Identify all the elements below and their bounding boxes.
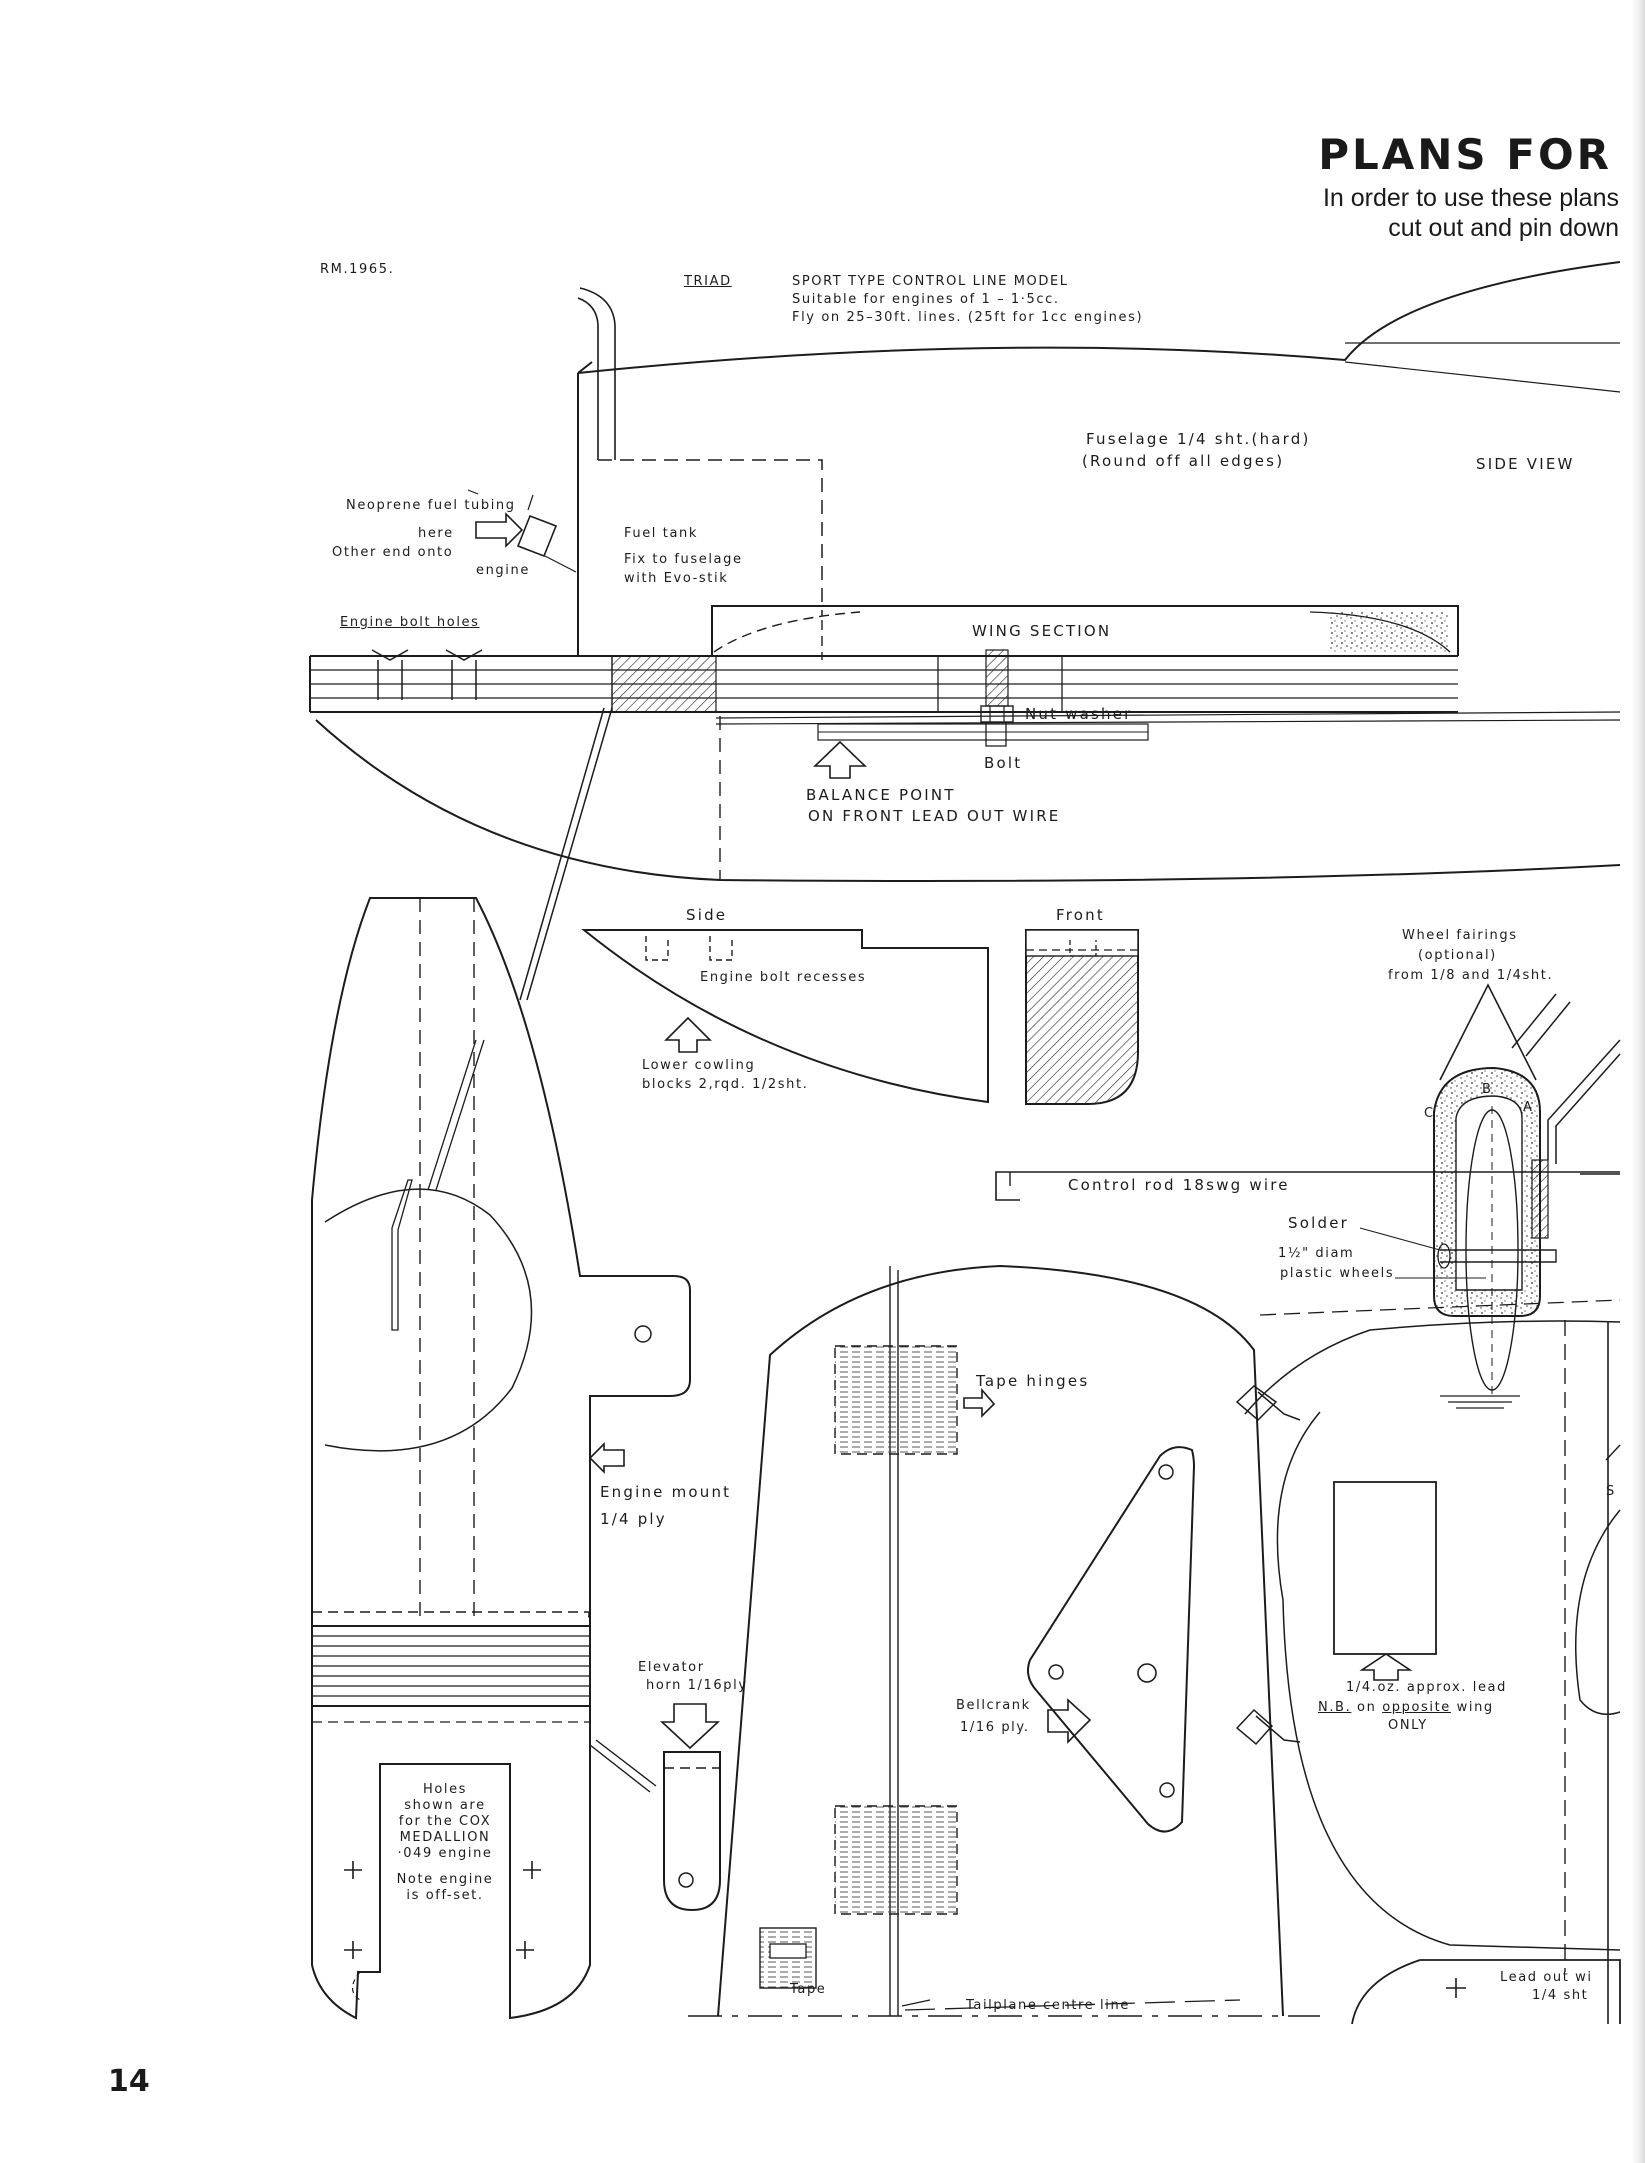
engine-mount-note: 1/4 ply — [600, 1510, 667, 1528]
lead-weight-label-1: 1/4.oz. approx. lead — [1346, 1680, 1507, 1695]
wing-section-label: WING SECTION — [972, 622, 1112, 640]
elevator-horn — [659, 1703, 721, 1912]
holes-note: Holes shown are for the COX MEDALLION ·0… — [382, 1782, 508, 1904]
holes-note-4: MEDALLION — [399, 1830, 491, 1845]
bolt-recesses-label: Engine bolt recesses — [700, 970, 867, 985]
holes-note-7: is off-set. — [406, 1888, 484, 1903]
lead-out-label-2: 1/4 sht — [1532, 1988, 1589, 2003]
holes-note-1: Holes — [422, 1782, 468, 1797]
tubing-label-2: here — [418, 526, 454, 541]
cowling-side-label: Side — [686, 906, 728, 924]
lead-weight-on: on — [1357, 1700, 1377, 1715]
model-line-3: Fly on 25–30ft. lines. (25ft for 1cc eng… — [792, 310, 1144, 325]
page-subtitle: In order to use these plans cut out and … — [1323, 183, 1619, 243]
wheels-label-2: plastic wheels — [1280, 1266, 1395, 1281]
page-title: PLANS FOR — [1318, 130, 1612, 179]
engine-mount-label: Engine mount — [600, 1483, 732, 1501]
holes-note-5: ·049 engine — [397, 1846, 493, 1861]
tubing-label-1: Neoprene fuel tubing — [346, 498, 516, 513]
lead-weight-nb: N.B. — [1318, 1700, 1352, 1715]
tape-label: Tape — [790, 1982, 827, 1997]
wheel-fairings-label-2: (optional) — [1418, 948, 1497, 963]
tailplane — [688, 1264, 1320, 2017]
wing-outline — [1235, 1299, 1621, 2025]
bellcrank-label-2: 1/16 ply. — [960, 1720, 1030, 1735]
holes-note-6: Note engine — [396, 1872, 494, 1887]
page-number: 14 — [108, 2064, 150, 2099]
fuel-tank-note-2: with Evo-stik — [624, 571, 729, 586]
model-line-1: SPORT TYPE CONTROL LINE MODEL — [792, 274, 1069, 289]
lead-weight-label-2: N.B. on opposite wing — [1318, 1700, 1494, 1716]
control-rod-label: Control rod 18swg wire — [1068, 1176, 1290, 1194]
balance-point-label-1: BALANCE POINT — [806, 786, 956, 804]
page-edge-shadow — [1631, 0, 1645, 2163]
cowling-side — [581, 929, 989, 1104]
model-line-2: Suitable for engines of 1 – 1·5cc. — [792, 292, 1060, 307]
lead-out-label-1: Lead out wi — [1500, 1970, 1593, 1985]
fairing-letter-a: A — [1523, 1100, 1534, 1115]
bolt-label: Bolt — [984, 754, 1023, 772]
wheel-fairing — [1359, 983, 1621, 1409]
tubing-label-3: Other end onto — [332, 545, 454, 560]
fuel-tank-note-1: Fix to fuselage — [624, 552, 743, 567]
wheels-label-1: 1½" diam — [1278, 1246, 1355, 1261]
holes-note-3: for the COX — [398, 1814, 492, 1829]
elevator-horn-label-2: horn 1/16ply — [646, 1678, 748, 1693]
side-view-label: SIDE VIEW — [1476, 455, 1575, 473]
balance-point-label-2: ON FRONT LEAD OUT WIRE — [808, 807, 1061, 825]
solder-label: Solder — [1288, 1214, 1349, 1232]
fuel-tank-label: Fuel tank — [624, 526, 698, 541]
subtitle-line-2: cut out and pin down — [1388, 214, 1619, 242]
tailplane-centre-line-label: Tailplane centre line — [966, 1998, 1130, 2013]
fuel-tubing-arrow — [467, 489, 577, 573]
cowling-blocks-label-2: blocks 2,rqd. 1/2sht. — [642, 1077, 809, 1092]
fuselage-side-view — [309, 261, 1621, 1001]
model-name: TRIAD — [684, 274, 732, 289]
nut-washer-label: Nut washer — [1025, 705, 1133, 723]
fuselage-label: Fuselage 1/4 sht.(hard) — [1086, 430, 1311, 448]
engine-mount-plate — [311, 897, 691, 2020]
fairing-letter-b: B — [1482, 1082, 1493, 1097]
elevator-horn-label-1: Elevator — [638, 1660, 705, 1675]
wheel-fairings-label-1: Wheel fairings — [1402, 928, 1518, 943]
subtitle-line-1: In order to use these plans — [1322, 184, 1619, 212]
wing-fragment-letter: S — [1606, 1484, 1616, 1499]
drawing-ref: RM.1965. — [320, 262, 395, 277]
holes-note-2: shown are — [404, 1798, 486, 1813]
tape-hinges-label: Tape hinges — [976, 1372, 1090, 1390]
lead-weight-label-3: ONLY — [1388, 1718, 1428, 1733]
cowling-front-label: Front — [1056, 906, 1105, 924]
tubing-label-4: engine — [476, 563, 530, 578]
cowling-front — [1025, 929, 1139, 1105]
fuselage-note: (Round off all edges) — [1082, 452, 1285, 470]
bellcrank-label-1: Bellcrank — [956, 1698, 1031, 1713]
lead-weight-opposite: opposite — [1382, 1700, 1451, 1715]
fairing-letter-c: C — [1424, 1106, 1435, 1121]
wheel-fairings-label-3: from 1/8 and 1/4sht. — [1388, 968, 1554, 983]
lead-weight-wing: wing — [1456, 1700, 1494, 1715]
bolt-holes-label: Engine bolt holes — [340, 615, 480, 630]
cowling-blocks-label-1: Lower cowling — [642, 1058, 756, 1073]
control-rod — [995, 1171, 1620, 1201]
